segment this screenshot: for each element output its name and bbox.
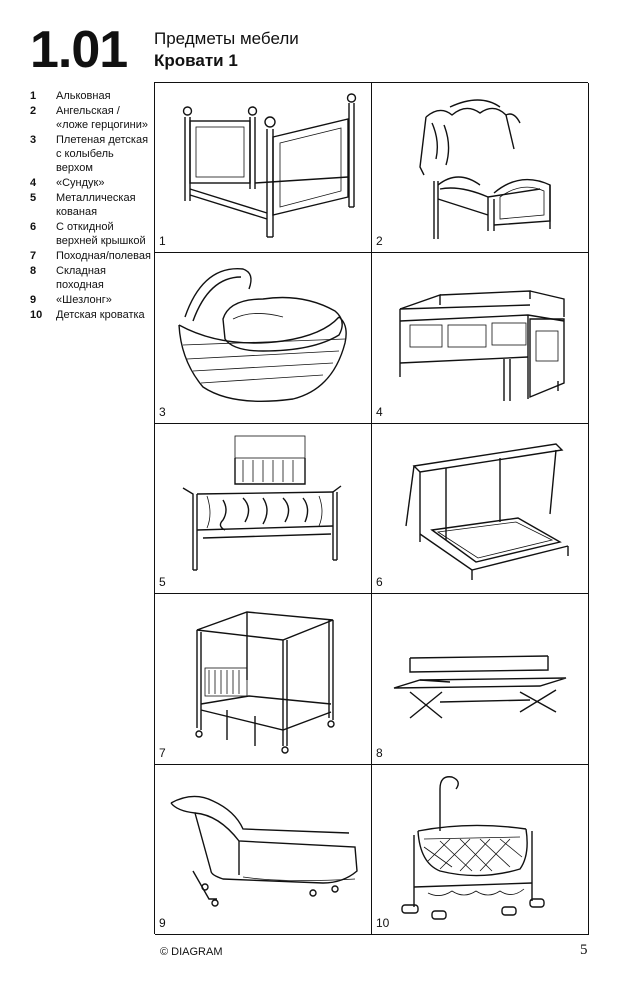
legend-item: 5 Металлическая кованая <box>30 191 154 219</box>
illustration-number: 6 <box>376 575 383 590</box>
illustration-number: 8 <box>376 745 383 760</box>
illustration-cell-2: 2 <box>372 83 589 254</box>
legend-text: Металлическая кованая <box>56 192 136 218</box>
legend-number: 2 <box>30 105 37 117</box>
legend-item: 2 Ангельская / «ложе герцогини» <box>30 104 154 132</box>
legend-text: Ангельская / «ложе герцогини» <box>56 105 148 131</box>
illustration-cell-3: 3 <box>155 253 372 424</box>
copyright: © DIAGRAM <box>160 946 223 958</box>
legend-item: 1 Альковная <box>30 89 154 103</box>
section-number: 1.01 <box>30 21 128 79</box>
legend-number: 10 <box>30 309 43 321</box>
wrought-iron-bed-icon <box>182 435 342 571</box>
legend-number: 5 <box>30 192 37 204</box>
illustration-cell-4: 4 <box>372 253 589 424</box>
page-subtitle: Кровати 1 <box>154 51 238 70</box>
legend-item: 6 С откидной верхней крышкой <box>30 220 154 248</box>
angel-bed-icon <box>419 99 551 239</box>
legend-number: 8 <box>30 265 37 277</box>
legend-item: 4 «Сундук» <box>30 176 154 190</box>
legend-item: 8 Складная походная <box>30 264 154 292</box>
page-title: Предметы мебели <box>154 29 299 48</box>
legend-text: Альковная <box>56 90 111 102</box>
legend-number: 4 <box>30 177 37 189</box>
legend-text: С откидной верхней крышкой <box>56 221 146 247</box>
legend-item: 10 Детская кроватка <box>30 308 154 322</box>
folding-camp-bed-icon <box>393 655 567 719</box>
legend-item: 7 Походная/полевая <box>30 249 154 263</box>
illustration-cell-5: 5 <box>155 423 372 595</box>
campaign-bed-icon <box>195 611 335 754</box>
illustration-number: 1 <box>159 234 166 249</box>
lidded-bed-icon <box>405 443 569 580</box>
legend-text: Детская кроватка <box>56 309 145 321</box>
legend-text: Плетеная детская с колыбель верхом <box>56 134 149 174</box>
legend-number: 9 <box>30 294 37 306</box>
illustration-cell-9: 9 <box>155 764 372 935</box>
legend: 1 Альковная 2 Ангельская / «ложе герцогини… <box>30 89 154 323</box>
legend-text: Походная/полевая <box>56 250 151 262</box>
illustration-number: 2 <box>376 234 383 249</box>
illustration-number: 10 <box>376 915 390 930</box>
chaise-longue-icon <box>170 795 358 907</box>
legend-text: «Шезлонг» <box>56 294 112 306</box>
page-number: 5 <box>580 942 588 958</box>
legend-item: 3 Плетеная детская с колыбель верхом <box>30 133 154 175</box>
legend-number: 3 <box>30 134 37 146</box>
illustration-number: 5 <box>159 575 166 590</box>
illustration-number: 3 <box>159 404 166 419</box>
alcove-bed-icon <box>182 93 357 238</box>
legend-text: Складная походная <box>56 265 106 291</box>
baby-crib-icon <box>401 775 545 920</box>
illustration-cell-8: 8 <box>372 594 589 765</box>
wicker-cradle-icon <box>178 268 347 403</box>
chest-bed-icon <box>399 290 565 402</box>
legend-number: 1 <box>30 90 37 102</box>
legend-item: 9 «Шезлонг» <box>30 293 154 307</box>
illustration-cell-6: 6 <box>372 423 589 595</box>
illustration-grid: 1 2 <box>154 82 589 935</box>
legend-text: «Сундук» <box>56 177 105 189</box>
illustration-cell-1: 1 <box>155 83 372 254</box>
illustration-number: 4 <box>376 404 383 419</box>
illustration-number: 9 <box>159 915 166 930</box>
illustration-cell-10: 10 <box>372 764 589 935</box>
legend-number: 7 <box>30 250 37 262</box>
illustration-cell-7: 7 <box>155 594 372 765</box>
legend-number: 6 <box>30 221 37 233</box>
title-block: Предметы мебели Кровати 1 <box>154 28 299 72</box>
illustration-number: 7 <box>159 745 166 760</box>
